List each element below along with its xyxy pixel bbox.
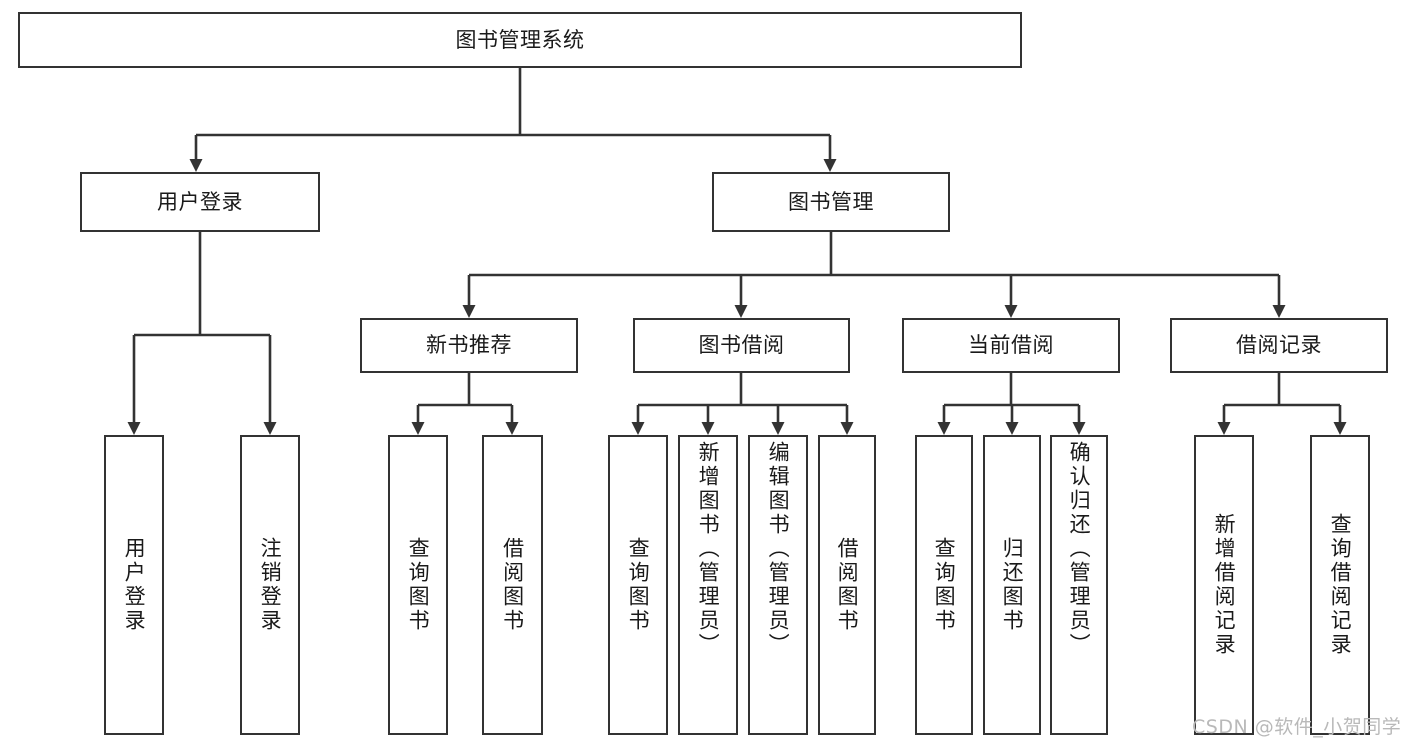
c-bookborrow-to-leaves-branch-2-head	[771, 422, 785, 435]
node-label-leaf-query-borrow-record: 查询借阅记录	[1328, 513, 1353, 657]
node-borrow-record[interactable]: 借阅记录	[1170, 318, 1388, 373]
node-user-login[interactable]: 用户登录	[80, 172, 320, 232]
node-label-leaf-borrow-book-2: 借阅图书	[835, 537, 860, 633]
node-leaf-confirm-return-admin[interactable]: 确认归还（管理员）	[1050, 435, 1108, 735]
c-currentborrow-to-leaves-branch-1-head	[1005, 422, 1019, 435]
node-book-borrow[interactable]: 图书借阅	[633, 318, 850, 373]
c-bookmanage-to-level3-branch-2-head	[1004, 305, 1018, 318]
node-leaf-return-book[interactable]: 归还图书	[983, 435, 1041, 735]
c-bookborrow-to-leaves-branch-0-head	[631, 422, 645, 435]
c-root-to-level2-branch-1-head	[823, 159, 837, 172]
node-label-borrow-record: 借阅记录	[1236, 333, 1322, 358]
node-label-book-manage: 图书管理	[788, 189, 874, 214]
node-label-leaf-confirm-return-admin: 确认归还（管理员）	[1067, 441, 1092, 657]
node-label-leaf-add-book-admin: 新增图书（管理员）	[696, 441, 721, 657]
c-bookmanage-to-level3-branch-0-head	[462, 305, 476, 318]
c-borrowrecord-to-leaves-branch-0-head	[1217, 422, 1231, 435]
node-new-book-rec[interactable]: 新书推荐	[360, 318, 578, 373]
node-leaf-borrow-book-2[interactable]: 借阅图书	[818, 435, 876, 735]
c-bookborrow-to-leaves-branch-1-head	[701, 422, 715, 435]
node-leaf-query-book-2[interactable]: 查询图书	[608, 435, 668, 735]
c-borrowrecord-to-leaves-branch-1-head	[1333, 422, 1347, 435]
node-label-leaf-query-book-2: 查询图书	[626, 537, 651, 633]
c-bookborrow-to-leaves-branch-3-head	[840, 422, 854, 435]
node-book-manage[interactable]: 图书管理	[712, 172, 950, 232]
c-userlogin-to-leaves-branch-0-head	[127, 422, 141, 435]
c-userlogin-to-leaves-branch-1-head	[263, 422, 277, 435]
node-label-leaf-user-login: 用户登录	[122, 537, 147, 633]
node-leaf-borrow-book-1[interactable]: 借阅图书	[482, 435, 543, 735]
c-bookmanage-to-level3-branch-1-head	[734, 305, 748, 318]
node-label-leaf-query-book-3: 查询图书	[932, 537, 957, 633]
node-leaf-logout[interactable]: 注销登录	[240, 435, 300, 735]
node-label-leaf-return-book: 归还图书	[1000, 537, 1025, 633]
c-bookmanage-to-level3-branch-3-head	[1272, 305, 1286, 318]
node-label-user-login: 用户登录	[157, 189, 243, 214]
node-label-leaf-add-borrow-record: 新增借阅记录	[1212, 513, 1237, 657]
node-current-borrow[interactable]: 当前借阅	[902, 318, 1120, 373]
c-newbookrec-to-leaves-branch-1-head	[505, 422, 519, 435]
node-leaf-add-book-admin[interactable]: 新增图书（管理员）	[678, 435, 738, 735]
c-currentborrow-to-leaves-branch-2-head	[1072, 422, 1086, 435]
node-label-leaf-borrow-book-1: 借阅图书	[500, 537, 525, 633]
node-leaf-edit-book-admin[interactable]: 编辑图书（管理员）	[748, 435, 808, 735]
node-root[interactable]: 图书管理系统	[18, 12, 1022, 68]
node-label-new-book-rec: 新书推荐	[426, 333, 512, 358]
node-leaf-query-book-3[interactable]: 查询图书	[915, 435, 973, 735]
node-label-leaf-edit-book-admin: 编辑图书（管理员）	[766, 441, 791, 657]
c-newbookrec-to-leaves-branch-0-head	[411, 422, 425, 435]
node-leaf-query-borrow-record[interactable]: 查询借阅记录	[1310, 435, 1370, 735]
node-leaf-query-book-1[interactable]: 查询图书	[388, 435, 448, 735]
node-label-leaf-query-book-1: 查询图书	[406, 537, 431, 633]
c-currentborrow-to-leaves-branch-0-head	[937, 422, 951, 435]
node-label-current-borrow: 当前借阅	[968, 333, 1054, 358]
connector-lines	[127, 68, 1347, 435]
node-label-book-borrow: 图书借阅	[698, 333, 785, 358]
node-label-root: 图书管理系统	[455, 27, 585, 52]
csdn-watermark: CSDN @软件_小贺同学	[1192, 716, 1402, 738]
node-leaf-user-login[interactable]: 用户登录	[104, 435, 164, 735]
node-label-leaf-logout: 注销登录	[258, 537, 283, 633]
c-root-to-level2-branch-0-head	[189, 159, 203, 172]
node-leaf-add-borrow-record[interactable]: 新增借阅记录	[1194, 435, 1254, 735]
